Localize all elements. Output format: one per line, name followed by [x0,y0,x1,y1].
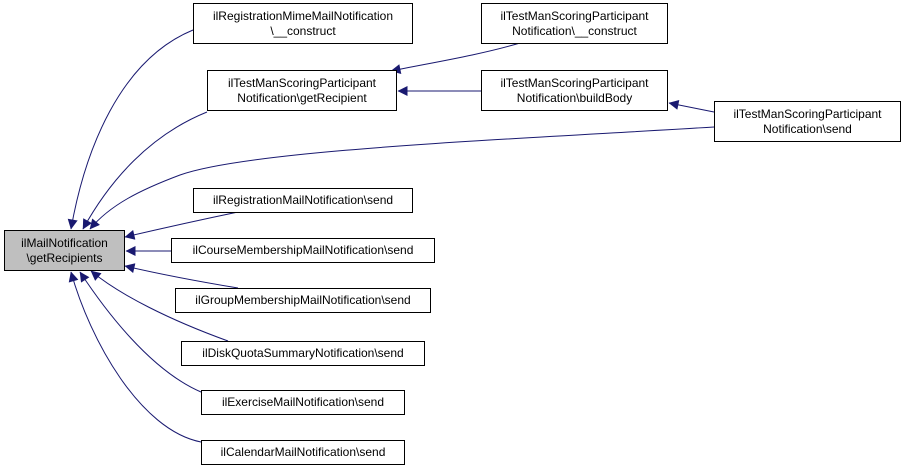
edge-tm-get-recipient-to-get-recipients [82,111,208,230]
node-label-line2: Notification\__construct [512,23,637,38]
node-label: ilCourseMembershipMailNotification\send [192,243,414,257]
node-label-line1: ilTestManScoringParticipant [500,75,649,90]
node-mail-notification-get-recipients: ilMailNotification \getRecipients [4,230,125,271]
node-testman-construct[interactable]: ilTestManScoringParticipant Notification… [481,3,668,44]
edge-tm-send-to-tm-build-body [668,99,715,113]
node-label: ilDiskQuotaSummaryNotification\send [202,346,404,360]
node-testman-send[interactable]: ilTestManScoringParticipant Notification… [714,101,901,142]
edge-reg-mime-construct-to-get-recipients [67,29,194,230]
edge-exercise-send-to-get-recipients [79,271,202,393]
node-disk-quota-send[interactable]: ilDiskQuotaSummaryNotification\send [181,341,425,366]
node-label-line1: ilRegistrationMimeMailNotification [212,8,394,23]
node-label-line2: Notification\getRecipient [237,90,367,105]
node-label-line2: Notification\buildBody [516,90,633,105]
node-registration-mime-construct[interactable]: ilRegistrationMimeMailNotification \__co… [193,3,413,44]
node-exercise-mail-send[interactable]: ilExerciseMailNotification\send [201,390,405,415]
edge-disk-send-to-get-recipients [90,270,229,342]
node-label-line2: Notification\send [763,121,852,136]
node-label-line1: ilTestManScoringParticipant [500,8,649,23]
edge-tm-send-to-get-recipients [89,126,715,230]
node-label-line2: \getRecipients [26,250,103,265]
node-registration-mail-send[interactable]: ilRegistrationMailNotification\send [193,188,413,213]
node-calendar-mail-send[interactable]: ilCalendarMailNotification\send [201,440,405,465]
edge-calendar-send-to-get-recipients [68,271,202,443]
node-testman-build-body[interactable]: ilTestManScoringParticipant Notification… [481,70,668,111]
node-course-membership-send[interactable]: ilCourseMembershipMailNotification\send [171,238,435,263]
node-label: ilCalendarMailNotification\send [220,445,386,459]
node-label-line1: ilMailNotification [21,235,108,250]
node-label-line2: \__construct [270,23,336,38]
node-label-line1: ilTestManScoringParticipant [733,106,882,121]
edge-layer [67,29,715,443]
edge-reg-mail-send-to-get-recipients [124,211,239,240]
edge-tm-construct-to-tm-get-recipient [390,42,521,74]
node-testman-get-recipient[interactable]: ilTestManScoringParticipant Notification… [207,70,397,111]
node-label-line1: ilTestManScoringParticipant [227,75,377,90]
edge-group-send-to-get-recipients [124,263,239,289]
node-group-membership-send[interactable]: ilGroupMembershipMailNotification\send [175,288,431,313]
node-label: ilRegistrationMailNotification\send [212,193,394,207]
node-label: ilGroupMembershipMailNotification\send [195,293,411,307]
node-label: ilExerciseMailNotification\send [221,395,385,409]
